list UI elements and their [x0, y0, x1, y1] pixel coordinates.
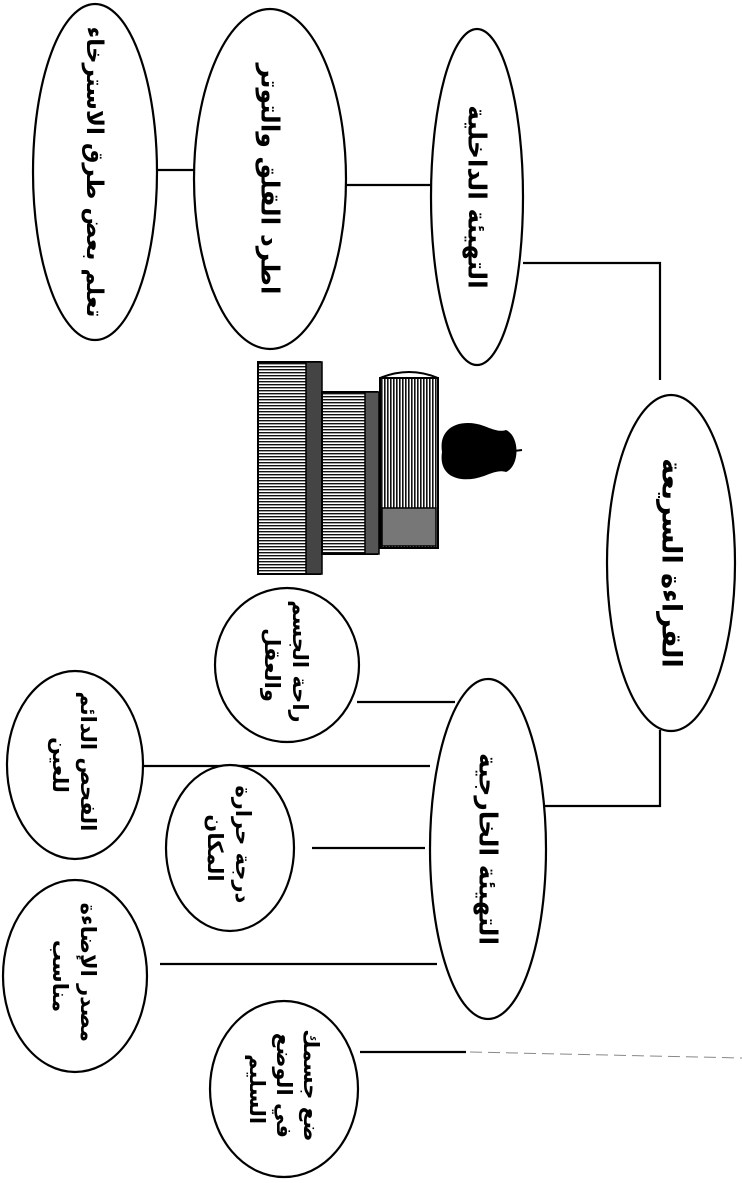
node-internal: التهيئة الداخلية [429, 27, 525, 367]
node-body-rest: راحة الجسم والعقل [213, 586, 361, 744]
eye-check-line-1: الفحص الدائم [76, 691, 100, 831]
node-relaxation: تعلم بعض طرق الاسترخاء [31, 2, 159, 342]
body-rest-line-2: والعقل [260, 628, 284, 702]
relaxation-label: تعلم بعض طرق الاسترخاء [81, 27, 107, 318]
anxiety-label: اطرد القلق والتوتر [255, 62, 285, 295]
node-root: القراءة السريعة [605, 393, 737, 733]
temperature-line-1: درجة حرارة [231, 785, 255, 903]
temperature-label: درجة حرارة المكان [203, 785, 255, 910]
relaxation-line-1: تعلم بعض طرق الاسترخاء [81, 27, 107, 318]
root-label: القراءة السريعة [656, 458, 687, 667]
connector-root-internal [523, 261, 662, 380]
body-rest-label: راحة الجسم والعقل [260, 600, 312, 730]
connector-scan-dash [469, 1051, 742, 1059]
posture-line-2: في الوضع [272, 1033, 296, 1138]
eye-check-line-2: للعين [48, 737, 72, 793]
node-eye-check: الفحص الدائم للعين [5, 669, 145, 861]
lighting-line-1: مصدر الإضاءة [76, 903, 100, 1042]
posture-line-1: ضع جسمك [299, 1029, 323, 1141]
node-posture: ضع جسمك في الوضع السليم [208, 999, 360, 1179]
connector-root-external [545, 730, 662, 808]
lighting-label: مصدر الإضاءة مناسب [48, 903, 100, 1050]
temperature-line-2: المكان [203, 814, 227, 881]
lighting-line-2: مناسب [48, 940, 72, 1012]
node-anxiety: اطرد القلق والتوتر [192, 7, 348, 351]
eye-check-label: الفحص الدائم للعين [48, 691, 100, 838]
connectors [141, 168, 742, 1059]
body-rest-line-1: راحة الجسم [288, 600, 312, 723]
node-external: التهيئة الخارجية [428, 677, 548, 1021]
node-temperature: درجة حرارة المكان [164, 763, 296, 933]
external-label: التهيئة الخارجية [473, 753, 503, 945]
internal-label: التهيئة الداخلية [462, 105, 492, 289]
books-illustration [257, 361, 523, 575]
node-lighting: مصدر الإضاءة مناسب [1, 878, 149, 1074]
posture-label: ضع جسمك في الوضع السليم [245, 1029, 323, 1148]
apple-icon [441, 423, 517, 480]
posture-line-3: السليم [245, 1054, 269, 1124]
